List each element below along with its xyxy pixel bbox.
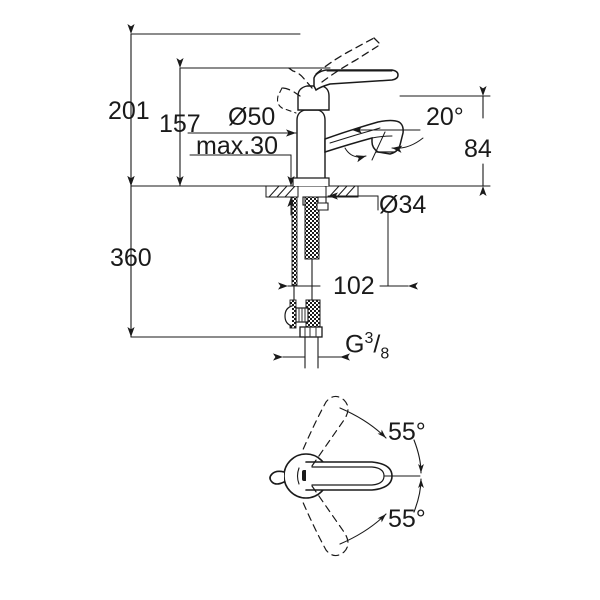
dimension-label-hose-length: 360 — [110, 244, 152, 272]
dimension-label-spout-angle: 20° — [426, 103, 464, 131]
dimension-label-swivel-lower: 55° — [388, 505, 426, 533]
dimension-label-spout-height: 84 — [464, 135, 492, 163]
dimension-label-spout-base-height: 157 — [159, 110, 201, 138]
dimension-label-base-diameter: Ø50 — [228, 103, 276, 131]
dimension-label-thread: G3/8 — [345, 330, 390, 363]
thread-letter: G — [345, 330, 365, 359]
thread-numerator: 3 — [364, 330, 374, 347]
dimension-label-hole-diameter: Ø34 — [379, 191, 427, 219]
thread-denominator: 8 — [380, 345, 390, 363]
dimension-label-swivel-upper: 55° — [388, 418, 426, 446]
dimension-label-overall-height: 201 — [108, 97, 150, 125]
dimension-label-max-deck-thickness: max.30 — [196, 132, 278, 160]
dimension-label-spout-reach: 102 — [333, 272, 375, 300]
